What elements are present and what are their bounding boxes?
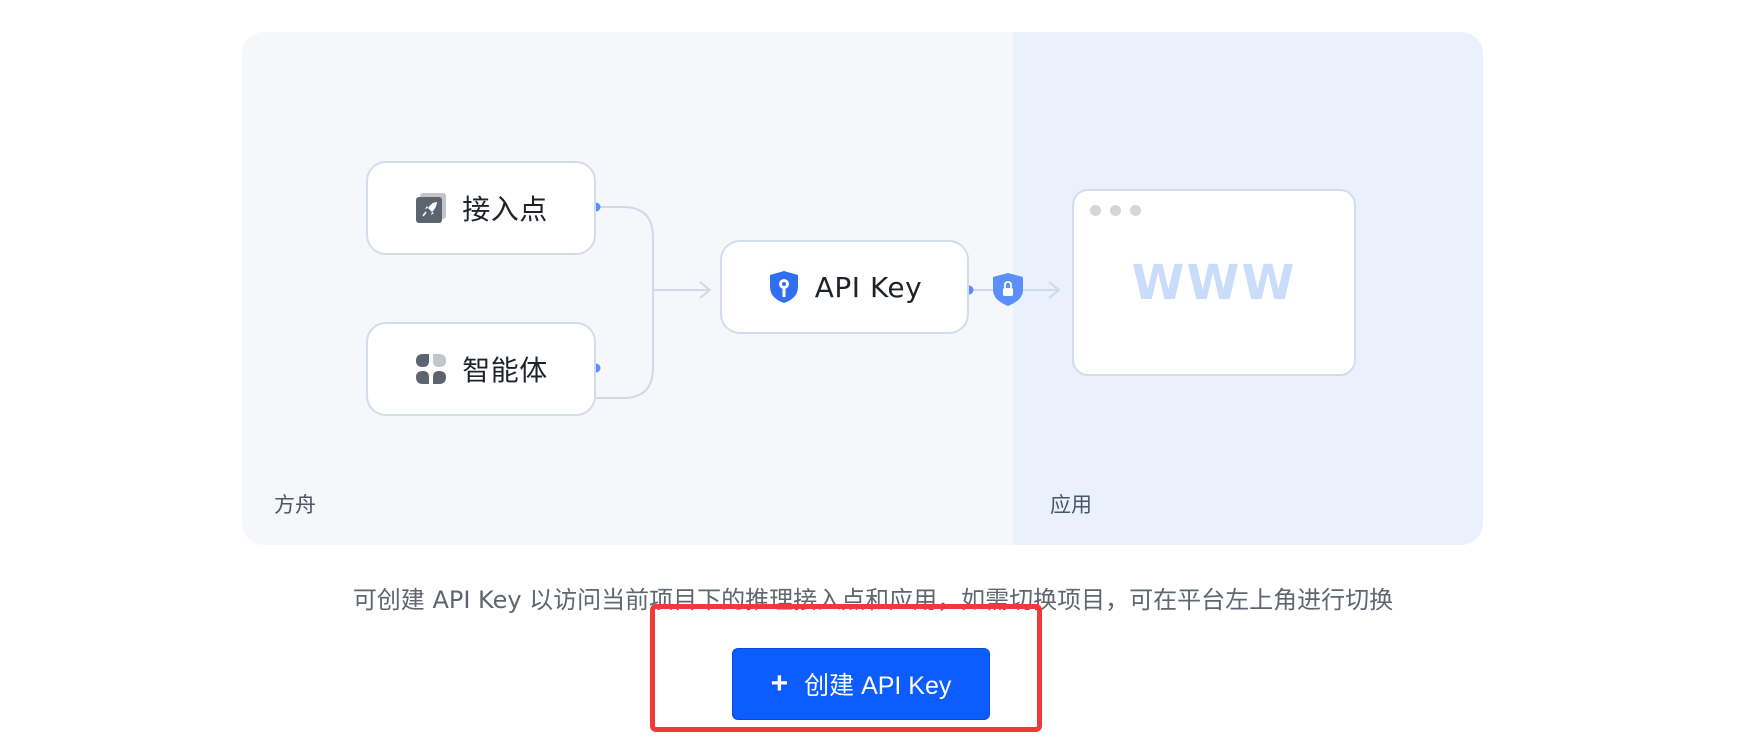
shield-lock-icon bbox=[993, 273, 1023, 306]
agent-label: 智能体 bbox=[462, 354, 548, 387]
plus-icon: + bbox=[770, 667, 789, 700]
endpoint-label: 接入点 bbox=[462, 193, 548, 226]
description-text: 可创建 API Key 以访问当前项目下的推理接入点和应用，如需切换项目，可在平… bbox=[352, 586, 1394, 614]
window-dot bbox=[1090, 205, 1101, 216]
window-dot bbox=[1110, 205, 1121, 216]
rocket-icon bbox=[414, 191, 448, 225]
www-text: WWW bbox=[1131, 255, 1297, 311]
api-key-node: API Key bbox=[720, 240, 969, 334]
create-api-key-label: 创建 API Key bbox=[804, 672, 952, 700]
shield-key-icon bbox=[767, 270, 801, 304]
endpoint-node: 接入点 bbox=[366, 161, 596, 255]
app-zone-label: 应用 bbox=[1050, 493, 1092, 517]
create-api-key-button[interactable]: + 创建 API Key bbox=[732, 648, 990, 720]
ark-zone-label: 方舟 bbox=[274, 493, 316, 517]
browser-window: WWW bbox=[1072, 189, 1356, 376]
agent-icon bbox=[414, 352, 448, 386]
agent-node: 智能体 bbox=[366, 322, 596, 416]
api-key-label: API Key bbox=[814, 270, 923, 304]
browser-dots bbox=[1090, 205, 1141, 216]
api-key-illustration: 接入点 智能体 API Ke bbox=[242, 32, 1483, 545]
window-dot bbox=[1130, 205, 1141, 216]
